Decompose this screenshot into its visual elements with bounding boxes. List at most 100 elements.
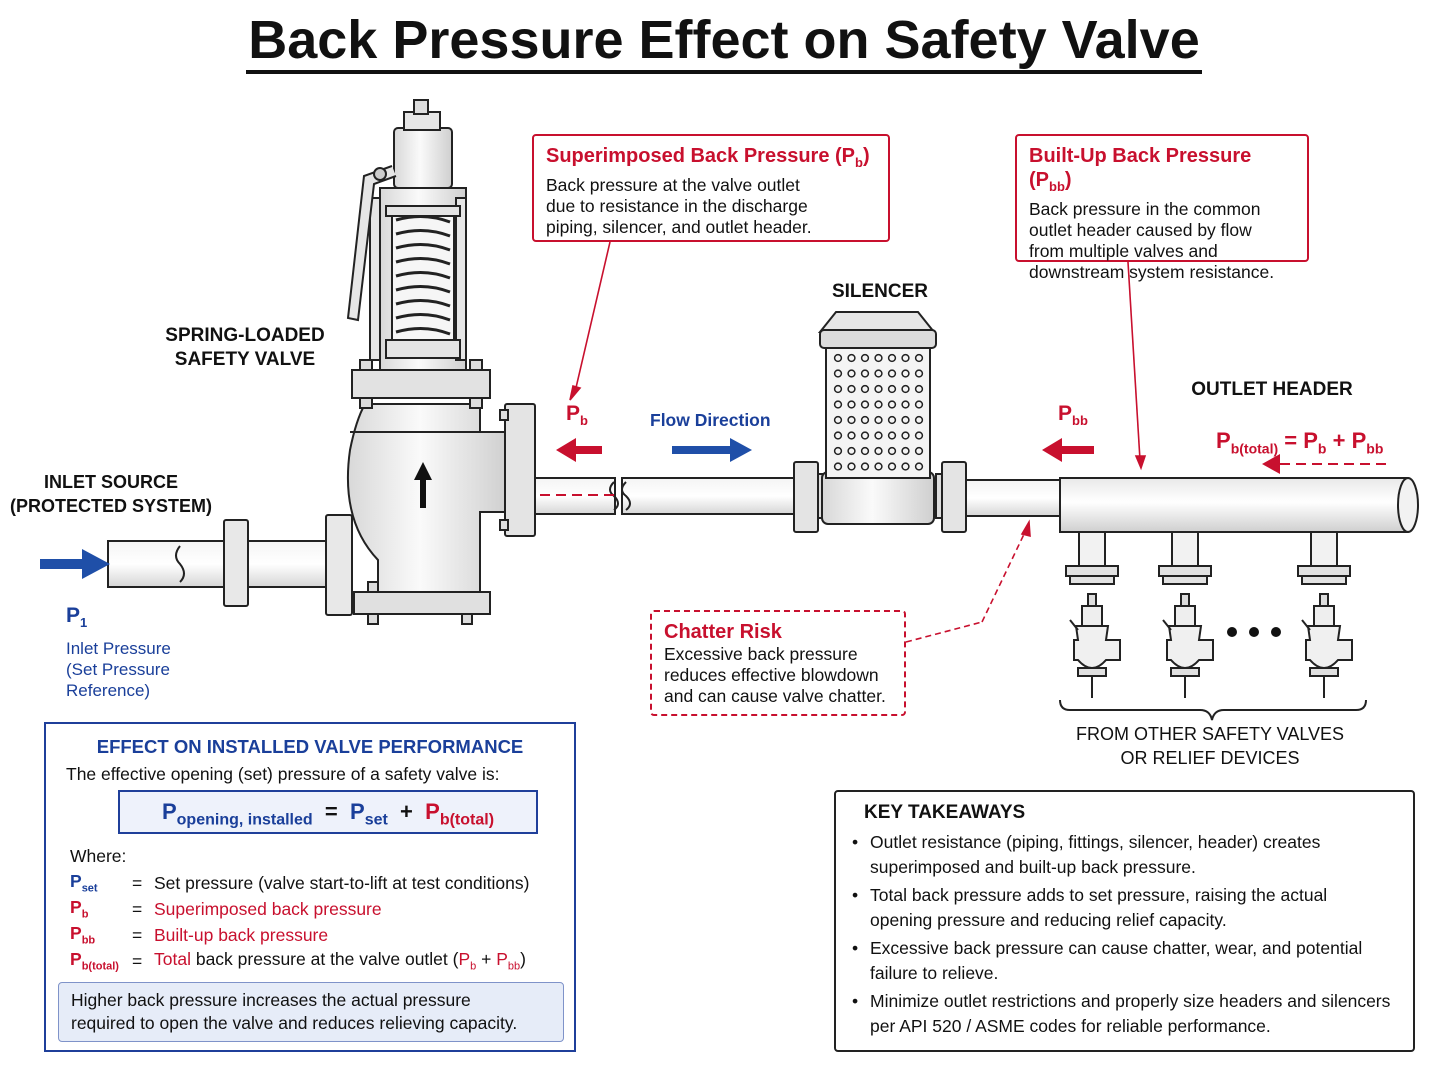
where-label: Where: <box>70 846 127 866</box>
silencer-hole <box>847 415 856 425</box>
silencer-hole <box>847 369 856 378</box>
silencer-hole <box>887 369 897 378</box>
silencer-hole <box>833 462 843 471</box>
silencer-hole <box>860 431 870 440</box>
takeaway-item: Outlet resistance (piping, fittings, sil… <box>848 830 1404 880</box>
silencer-hole <box>901 353 910 363</box>
silencer-hole <box>833 446 843 456</box>
back-pressure-arrows <box>556 438 1280 474</box>
key-takeaways-title: KEY TAKEAWAYS <box>864 802 1026 823</box>
silencer-hole <box>914 415 924 425</box>
effect-intro: The effective opening (set) pressure of … <box>66 764 500 784</box>
builtup-line: outlet header caused by flow <box>1029 220 1252 240</box>
builtup-callout: Built-Up Back Pressure (Pbb) Back pressu… <box>1015 134 1309 282</box>
superimposed-callout: Superimposed Back Pressure (Pb) Back pre… <box>532 134 890 242</box>
silencer-hole <box>914 369 924 378</box>
silencer-hole <box>833 431 843 440</box>
silencer-hole <box>914 446 924 456</box>
builtup-line: from multiple valves and <box>1029 241 1218 261</box>
chatter-risk-callout: Chatter Risk Excessive back pressure red… <box>650 610 906 716</box>
builtup-line: downstream system resistance. <box>1029 262 1275 282</box>
builtup-line: Back pressure in the common <box>1029 199 1261 219</box>
branch-valve <box>1065 531 1121 698</box>
silencer-hole <box>847 446 856 456</box>
silencer-hole <box>914 384 924 394</box>
silencer-hole <box>914 431 924 440</box>
effect-panel: EFFECT ON INSTALLED VALVE PERFORMANCE Th… <box>44 722 576 1052</box>
inlet-pipe <box>107 514 353 616</box>
silencer-hole <box>901 431 910 440</box>
silencer-hole <box>833 415 843 425</box>
outlet-header-drawing <box>1059 477 1419 698</box>
silencer-hole <box>847 400 856 409</box>
silencer-hole <box>887 415 897 425</box>
flow-direction-arrow <box>672 438 752 462</box>
silencer-hole <box>874 431 883 440</box>
silencer-hole <box>847 462 856 471</box>
outlet-header-label: OUTLET HEADER <box>1191 379 1353 400</box>
silencer-hole <box>887 462 897 471</box>
safety-valve-drawing <box>346 99 536 625</box>
flow-direction-label: Flow Direction <box>650 410 771 430</box>
silencer-hole <box>833 369 843 378</box>
discharge-pipe <box>534 461 819 533</box>
definitions-list: Pset = Set pressure (valve start-to-lift… <box>70 870 570 974</box>
pb-label: Pb <box>566 402 588 429</box>
chatter-title: Chatter Risk <box>664 621 782 643</box>
definition-row: Pb(total) = Total back pressure at the v… <box>70 949 526 973</box>
silencer-hole <box>874 415 883 425</box>
effect-note: Higher back pressure increases the actua… <box>58 982 564 1042</box>
silencer-hole <box>901 400 910 409</box>
silencer-hole <box>860 384 870 394</box>
silencer-hole <box>901 369 910 378</box>
silencer-hole <box>860 415 870 425</box>
silencer-hole <box>887 446 897 456</box>
silencer-perforations <box>833 353 924 471</box>
silencer-hole <box>874 400 883 409</box>
silencer-hole <box>860 462 870 471</box>
effect-title: EFFECT ON INSTALLED VALVE PERFORMANCE <box>96 736 524 757</box>
silencer-drawing <box>817 311 1061 533</box>
silencer-hole <box>874 446 883 456</box>
key-takeaways-list: Outlet resistance (piping, fittings, sil… <box>848 830 1404 1042</box>
total-pressure-equation: Pb(total) = Pb + Pbb <box>1216 428 1384 457</box>
silencer-hole <box>914 353 924 363</box>
opening-pressure-formula: Popening, installed = Pset + Pb(total) <box>118 790 538 834</box>
takeaway-item: Excessive back pressure can cause chatte… <box>848 936 1404 986</box>
leader-lines <box>569 241 1147 643</box>
silencer-hole <box>860 369 870 378</box>
inlet-source-label: INLET SOURCE(PROTECTED SYSTEM) <box>9 472 212 516</box>
silencer-hole <box>887 400 897 409</box>
takeaway-item: Minimize outlet restrictions and properl… <box>848 989 1404 1039</box>
superimposed-title: Superimposed Back Pressure (Pb) <box>546 145 870 170</box>
definition-row: Pset = Set pressure (valve start-to-lift… <box>70 871 530 895</box>
silencer-hole <box>833 384 843 394</box>
silencer-hole <box>847 384 856 394</box>
silencer-hole <box>901 384 910 394</box>
silencer-hole <box>914 462 924 471</box>
superimposed-line: Back pressure at the valve outlet <box>546 175 800 195</box>
silencer-hole <box>887 431 897 440</box>
silencer-label: SILENCER <box>831 281 929 302</box>
silencer-hole <box>874 384 883 394</box>
silencer-hole <box>860 400 870 409</box>
silencer-hole <box>860 353 870 363</box>
silencer-hole <box>847 431 856 440</box>
silencer-hole <box>901 462 910 471</box>
silencer-hole <box>874 462 883 471</box>
pbb-label: Pbb <box>1058 402 1088 429</box>
branch-valve <box>1297 531 1353 698</box>
silencer-hole <box>860 446 870 456</box>
takeaway-item: Total back pressure adds to set pressure… <box>848 883 1404 933</box>
definition-row: Pb = Superimposed back pressure <box>70 897 382 921</box>
key-takeaways-panel: KEY TAKEAWAYS Outlet resistance (piping,… <box>834 790 1415 1052</box>
silencer-hole <box>901 415 910 425</box>
superimposed-line: due to resistance in the discharge <box>546 196 808 216</box>
branch-valve <box>1158 531 1214 698</box>
silencer-hole <box>901 446 910 456</box>
builtup-title: Built-Up Back Pressure (Pbb) <box>1029 145 1252 194</box>
